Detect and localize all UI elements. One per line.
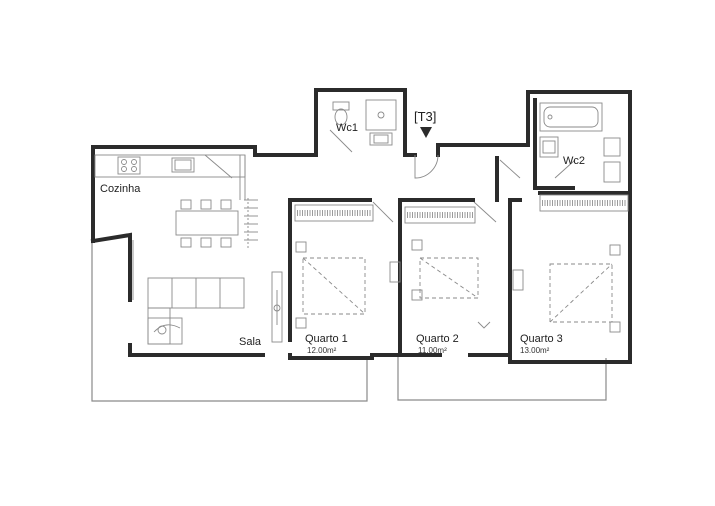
shower-icon [365,99,397,131]
kitchen-counter [94,154,246,178]
wall-wc1 [314,88,417,157]
wardrobe-icon [294,204,374,222]
dining-table-icon [175,198,258,248]
door-entrance [414,154,439,179]
bed-icon-3 [549,263,613,323]
label-wc2: Wc2 [563,155,585,167]
sink-icon [171,157,195,173]
wall-wc2 [533,98,575,190]
area-quarto2: 11.00m² [418,346,447,355]
label-quarto2: Quarto 2 [416,333,459,345]
entrance-arrow-icon [420,127,432,138]
door-wc1 [329,129,353,153]
armchair-icon [147,317,183,345]
balcony-left [91,240,368,402]
door-q3 [499,159,521,179]
bed-icon [302,257,366,315]
wall-entrance-right [436,90,632,364]
entrance-marker: [T3] [414,109,436,138]
toilet-icon-wc2 [603,137,621,183]
wall-bottom-q1 [288,353,402,360]
wall-bottom [468,353,632,364]
wall-q3 [508,198,522,357]
wc2-fixtures [539,102,621,183]
kitchen [94,154,246,200]
unit-tag: [T3] [414,109,436,124]
living-furniture [147,271,283,345]
door-q1 [372,201,394,223]
wardrobe-icon-3 [539,194,629,212]
sink-icon-wc2 [539,136,559,158]
label-quarto1: Quarto 1 [305,333,348,345]
label-sala: Sala [239,336,262,348]
room-labels: Cozinha Sala Wc1 Wc2 Quarto 1 12.00m² Qu… [100,122,585,355]
wc1-fixtures [332,99,397,146]
toilet-icon [332,101,350,126]
stove-icon [117,156,141,175]
bedroom-3-furniture [512,194,629,333]
area-quarto1: 12.00m² [307,346,337,355]
label-cozinha: Cozinha [100,183,141,195]
bedroom-2-furniture [389,206,491,329]
area-quarto3: 13.00m² [520,346,550,355]
label-quarto3: Quarto 3 [520,333,563,345]
wall-top-left [91,145,318,243]
label-wc1: Wc1 [336,122,358,134]
balcony-right [397,356,607,401]
tv-unit [271,271,283,343]
door-q2 [473,201,497,223]
door-swings [132,129,576,300]
bed-icon-2 [419,257,479,299]
bedroom-1-furniture [294,204,374,329]
wall-sala-bottom [128,343,265,357]
balcony-outlines [91,240,607,402]
wardrobe-icon-2 [404,206,476,224]
sink-icon-wc1 [369,132,393,146]
wall-sala-left [90,232,132,302]
wall-q1-left [288,198,372,342]
bathtub-icon [539,102,603,132]
door-wc2 [554,159,576,179]
walls [90,88,632,364]
door-kitchen [204,154,233,179]
